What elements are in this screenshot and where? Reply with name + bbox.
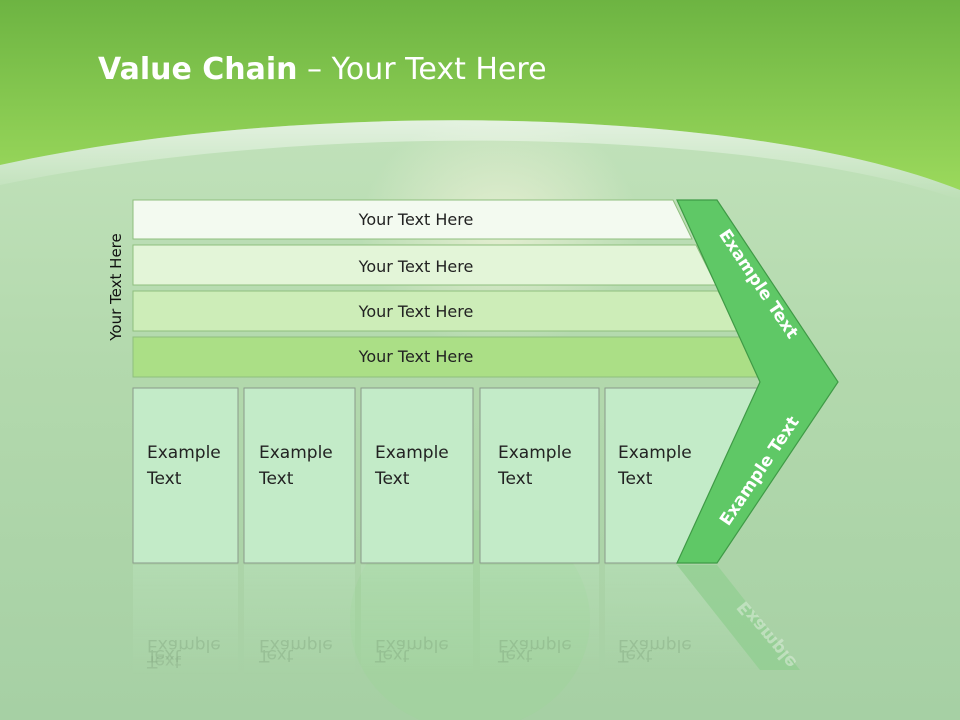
- svg-text:Example: Example: [618, 635, 692, 655]
- primary-activity-line1: Example: [498, 443, 572, 463]
- primary-activity-box[interactable]: Example Text: [243, 387, 356, 564]
- support-row-shape: [132, 199, 693, 240]
- primary-activity-line1: Example: [375, 443, 449, 463]
- svg-text:Text: Text: [497, 645, 533, 665]
- primary-activity-line2: Text: [374, 469, 410, 489]
- support-row-text: Your Text Here: [358, 302, 474, 321]
- slide-title-bold: Value Chain: [98, 52, 298, 87]
- primary-activity-box[interactable]: Example Text: [360, 387, 474, 564]
- support-row[interactable]: Your Text Here: [132, 244, 717, 286]
- support-row[interactable]: Your Text Here: [132, 336, 764, 378]
- svg-text:Text: Text: [146, 651, 182, 671]
- primary-activity-line1: Example: [259, 443, 333, 463]
- support-row[interactable]: Your Text Here: [132, 290, 740, 332]
- svg-text:Text: Text: [146, 645, 182, 665]
- support-rows: Your Text Here Your Text Here Your Text …: [132, 199, 764, 378]
- support-row-text: Your Text Here: [358, 257, 474, 276]
- svg-text:Text: Text: [374, 645, 410, 665]
- primary-activity-line1: Example: [147, 443, 221, 463]
- primary-activity-line2: Text: [258, 469, 294, 489]
- support-row-text: Your Text Here: [358, 347, 474, 366]
- support-row[interactable]: Your Text Here: [132, 199, 693, 240]
- primary-activity-line2: Text: [146, 469, 182, 489]
- primary-activity-line2: Text: [617, 469, 653, 489]
- primary-activity-line2: Text: [497, 469, 533, 489]
- svg-text:Example: Example: [147, 635, 221, 655]
- title-band: [0, 0, 960, 200]
- primary-activity-box[interactable]: Example Text: [479, 387, 600, 564]
- support-row-text: Your Text Here: [358, 210, 474, 229]
- diagram-reflection: Text Example Text Example Text Example T…: [133, 565, 801, 675]
- slide-title-rest: – Your Text Here: [297, 52, 547, 87]
- primary-activity-line1: Example: [618, 443, 692, 463]
- slide-title: Value Chain – Your Text Here: [98, 52, 547, 87]
- svg-text:Text: Text: [617, 645, 653, 665]
- svg-text:Text: Text: [258, 645, 294, 665]
- primary-activity-box[interactable]: Example Text: [132, 387, 239, 564]
- margin-chevron-shape: [676, 199, 839, 564]
- svg-text:Example: Example: [498, 635, 572, 655]
- svg-text:Example: Example: [259, 635, 333, 655]
- primary-activities: Example Text Example Text Example Text E…: [132, 387, 761, 564]
- svg-text:Example: Example: [375, 635, 449, 655]
